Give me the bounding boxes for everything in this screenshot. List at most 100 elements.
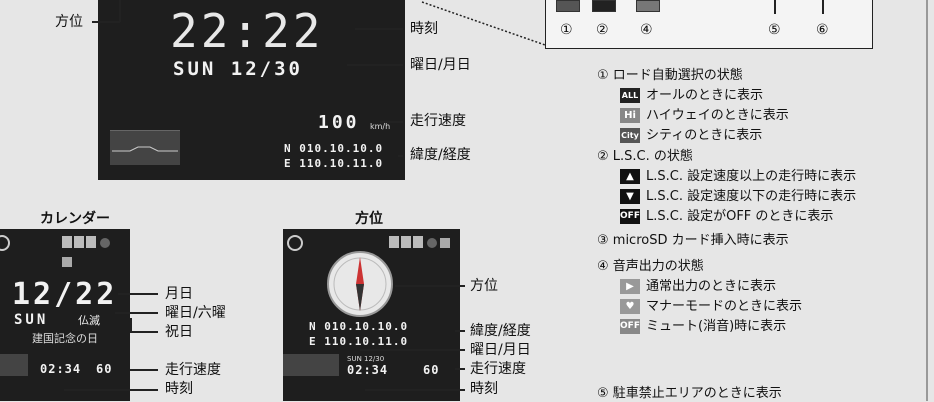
leader-weekday-date — [347, 64, 403, 66]
main-time: 22:22 — [170, 4, 324, 58]
all-icon: ALL — [620, 88, 640, 103]
leader-time — [355, 28, 403, 30]
leader-speed — [380, 121, 403, 123]
leader-compass-latlon — [455, 330, 465, 332]
main-display-screen: 22:22 SUN 12/30 100 km/h N 010.10.10.0 E… — [98, 0, 405, 180]
hi-icon: Hi — [620, 108, 640, 123]
legend-item2: ② L.S.C. の状態 — [597, 149, 693, 164]
legend-item1-hi-text: ハイウェイのときに表示 — [646, 108, 789, 123]
calendar-weekday: SUN — [14, 312, 49, 328]
compass-label-time: 時刻 — [470, 381, 498, 397]
mute-icon: OFF — [620, 319, 640, 334]
legend-item1-all: ALL オールのときに表示 — [620, 88, 763, 104]
sound-icon — [636, 0, 660, 12]
calendar-label-time: 時刻 — [165, 381, 193, 397]
leader-cal-holiday — [130, 331, 158, 333]
main-graph-box — [110, 130, 180, 165]
leader-compass-direction — [395, 285, 465, 287]
legend-item1-hi: Hi ハイウェイのときに表示 — [620, 108, 789, 124]
legend-item2-up-text: L.S.C. 設定速度以上の走行時に表示 — [646, 169, 857, 184]
legend-item4-normal-text: 通常出力のときに表示 — [646, 279, 777, 294]
main-label-weekday-date: 曜日/月日 — [410, 57, 471, 73]
legend-item4: ④ 音声出力の状態 — [597, 259, 704, 274]
heart-icon: ♥ — [620, 299, 640, 314]
compass-screen: N 010.10.10.0 E 110.10.11.0 SUN 12/30 02… — [283, 229, 460, 401]
leader-compass-weekday — [360, 349, 465, 351]
compass-longitude: E 110.10.11.0 — [309, 335, 409, 348]
compass-speed: 60 — [423, 363, 440, 377]
leader-direction — [92, 21, 120, 23]
main-label-direction: 方位 — [55, 14, 83, 30]
legend-item4-normal: ▶通常出力のときに表示 — [620, 279, 776, 295]
legend-item2-up: ▲ L.S.C. 設定速度以上の走行時に表示 — [620, 169, 856, 185]
icon-callout-box: ① ② ④ ⑤ ⑥ — [545, 0, 873, 49]
legend-item4-mute: OFF ミュート(消音)時に表示 — [620, 319, 786, 335]
calendar-label-month-day: 月日 — [165, 286, 193, 302]
leader-cal-month-day — [118, 293, 158, 295]
icon-num-4: ④ — [640, 22, 653, 38]
legend-item3: ③ microSD カード挿入時に表示 — [597, 233, 789, 248]
leader-cal-speed — [130, 369, 158, 371]
right-divider — [926, 0, 928, 401]
calendar-time: 02:34 — [40, 362, 82, 376]
legend-item4-manner: ♥ マナーモードのときに表示 — [620, 299, 802, 315]
main-speed: 100 — [318, 112, 360, 133]
compass-status-icons — [389, 233, 459, 248]
calendar-label-speed: 走行速度 — [165, 362, 221, 378]
icon-num-2: ② — [596, 22, 609, 38]
altitude-graph — [112, 146, 178, 152]
calendar-speed: 60 — [96, 362, 113, 376]
compass-time: 02:34 — [347, 363, 389, 377]
legend-item4-manner-text: マナーモードのときに表示 — [646, 299, 803, 314]
icon-num-5: ⑤ — [768, 22, 781, 38]
off-icon: OFF — [620, 209, 640, 224]
main-label-time: 時刻 — [410, 21, 438, 37]
arrow-up-icon: ▲ — [620, 169, 640, 184]
legend-item1: ① ロード自動選択の状態 — [597, 68, 743, 83]
city-icon: City — [620, 128, 640, 143]
leader-direction-v — [119, 0, 121, 22]
legend-item1-city: City シティのときに表示 — [620, 128, 762, 144]
legend-item2-down: ▼ L.S.C. 設定速度以下の走行時に表示 — [620, 189, 856, 205]
calendar-holiday: 建国記念の日 — [32, 332, 98, 345]
compass-dial-icon — [327, 251, 393, 317]
lsc-icon — [592, 0, 616, 12]
legend-item5: ⑤ 駐車禁止エリアのときに表示 — [597, 386, 782, 401]
arrow-down-icon: ▼ — [620, 189, 640, 204]
compass-label-weekday-date: 曜日/月日 — [470, 342, 531, 358]
legend-item1-all-text: オールのときに表示 — [646, 88, 764, 103]
icon-line-5 — [774, 0, 776, 14]
compass-moon-icon — [287, 235, 303, 251]
compass-graph-box — [283, 354, 339, 376]
calendar-status-icons — [62, 233, 122, 267]
main-speed-unit: km/h — [370, 122, 391, 131]
compass-date-small: SUN 12/30 — [347, 355, 385, 363]
calendar-moon-icon — [0, 235, 10, 251]
calendar-graph-box — [0, 354, 28, 376]
leader-compass-speed — [455, 368, 465, 370]
calendar-label-weekday-rokuyo: 曜日/六曜 — [165, 305, 226, 321]
calendar-rokuyo: 仏滅 — [78, 314, 100, 327]
calendar-date: 12/22 — [12, 277, 118, 312]
calendar-label-holiday: 祝日 — [165, 324, 193, 340]
main-date-line: SUN 12/30 — [173, 58, 303, 80]
leader-cal-holiday-v — [130, 318, 132, 332]
leader-latlon — [398, 155, 403, 157]
leader-cal-weekday — [115, 312, 158, 314]
compass-latitude: N 010.10.10.0 — [309, 320, 409, 333]
legend-item4-mute-text: ミュート(消音)時に表示 — [646, 319, 787, 334]
icon-num-6: ⑥ — [816, 22, 829, 38]
calendar-title: カレンダー — [40, 211, 110, 227]
icon-line-6 — [822, 0, 824, 14]
legend-item2-off-text: L.S.C. 設定がOFF のときに表示 — [646, 209, 834, 224]
legend-item1-city-text: シティのときに表示 — [646, 128, 763, 143]
compass-label-lat-lon: 緯度/経度 — [470, 323, 531, 339]
road-select-icon — [556, 0, 580, 12]
callout-connector — [421, 1, 549, 47]
compass-title: 方位 — [355, 211, 383, 227]
legend-item2-down-text: L.S.C. 設定速度以下の走行時に表示 — [646, 189, 857, 204]
icon-num-1: ① — [560, 22, 573, 38]
main-label-speed: 走行速度 — [410, 113, 466, 129]
main-longitude: E 110.10.11.0 — [284, 157, 384, 170]
leader-compass-time — [365, 389, 465, 391]
